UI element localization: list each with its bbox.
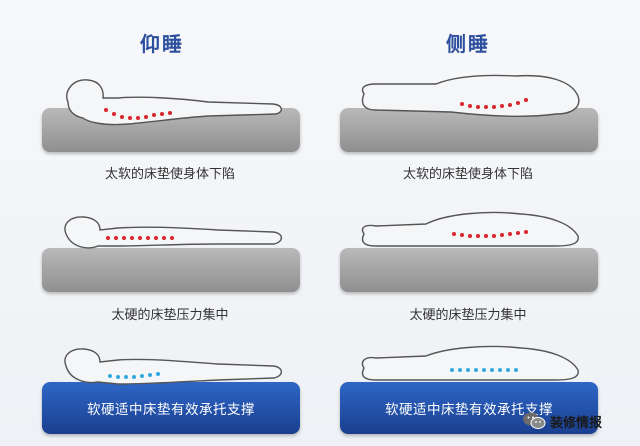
supine-title: 仰睡: [140, 32, 184, 56]
hard-mattress-left: [42, 248, 300, 292]
supine-figure-soft: [66, 79, 282, 126]
good-mattress-label-left: 软硬适中床垫有效承托支撑: [87, 402, 255, 418]
pressure-dots: [460, 98, 528, 109]
pressure-dots: [452, 230, 528, 238]
hard-mattress-right: [340, 248, 598, 292]
pressure-dots: [104, 108, 172, 120]
wechat-logo-icon: [523, 412, 546, 429]
support-dots: [450, 368, 518, 372]
side-figure-good: [361, 345, 579, 381]
caption-hard-right: 太硬的床垫压力集中: [409, 308, 527, 323]
supine-figure-good: [64, 348, 283, 385]
side-figure-soft: [361, 74, 580, 117]
support-dots: [108, 372, 160, 379]
side-sleep-title: 侧睡: [446, 32, 490, 56]
caption-soft-left: 太软的床垫使身体下陷: [104, 167, 235, 182]
good-mattress-right: 软硬适中床垫有效承托支撑: [340, 382, 598, 434]
watermark-text: 装修情报: [550, 415, 603, 431]
caption-hard-left: 太硬的床垫压力集中: [111, 308, 229, 323]
side-figure-hard: [361, 211, 579, 247]
good-mattress-left: 软硬适中床垫有效承托支撑: [42, 382, 300, 434]
good-mattress-label-right: 软硬适中床垫有效承托支撑: [385, 402, 553, 418]
watermark: 装修情报: [522, 410, 602, 432]
pressure-dots: [106, 236, 174, 240]
supine-figure-hard: [64, 216, 283, 249]
soft-mattress-right: [340, 108, 598, 152]
caption-soft-right: 太软的床垫使身体下陷: [402, 167, 533, 182]
